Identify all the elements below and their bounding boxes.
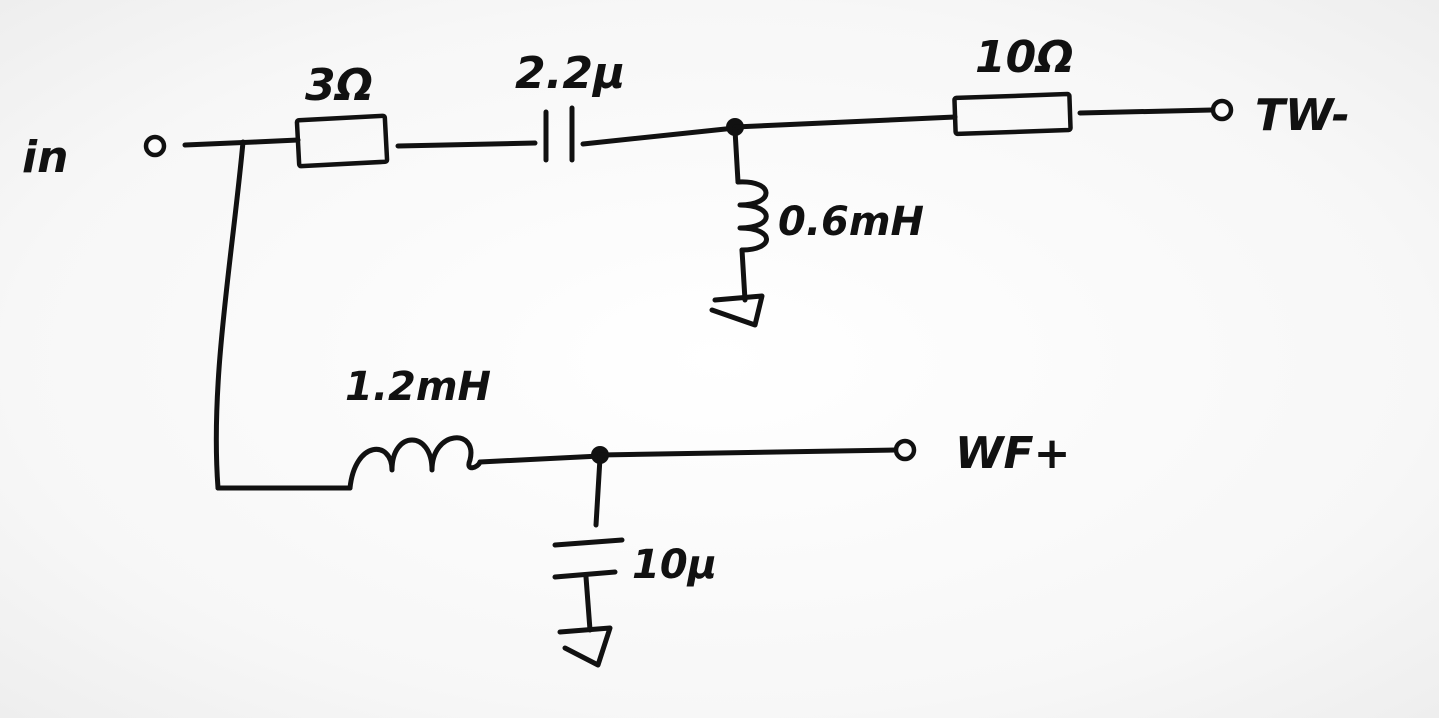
wire-node-c2 bbox=[593, 455, 603, 528]
ground-symbol-tw bbox=[709, 293, 765, 328]
capacitor-c2-plate-b bbox=[552, 569, 618, 580]
resistor-r1 bbox=[294, 113, 390, 169]
label-r2: 10Ω bbox=[975, 32, 1074, 83]
label-c1: 2.2µ bbox=[515, 48, 625, 99]
label-output-wf: WF+ bbox=[955, 428, 1070, 479]
inductor-l2 bbox=[347, 435, 483, 491]
label-input: in bbox=[22, 132, 68, 183]
label-l-wf: 1.2mH bbox=[345, 364, 491, 410]
label-l-tw: 0.6mH bbox=[778, 199, 924, 245]
wf-output-terminal bbox=[893, 438, 917, 462]
wire-c2-ground bbox=[583, 574, 593, 633]
ground-symbol-wf bbox=[557, 625, 613, 668]
inductor-l1 bbox=[735, 179, 769, 253]
resistor-r2 bbox=[952, 91, 1073, 137]
wire-r2-output bbox=[1077, 107, 1215, 116]
wire-node-wf-output bbox=[597, 447, 898, 458]
label-r1: 3Ω bbox=[305, 60, 373, 111]
capacitor-c2-plate-a bbox=[552, 537, 625, 548]
wire-l1-ground bbox=[739, 247, 748, 303]
tw-output-terminal bbox=[1210, 98, 1234, 122]
label-output-tw: TW- bbox=[1255, 90, 1350, 141]
wire-l2-node bbox=[477, 453, 603, 465]
label-c-wf: 10µ bbox=[632, 542, 717, 588]
input-terminal bbox=[143, 134, 167, 158]
wire-node-r2 bbox=[732, 114, 958, 130]
wire-input-down bbox=[213, 139, 246, 491]
wire-c1-node bbox=[580, 125, 738, 147]
wire-r1-c1 bbox=[395, 140, 538, 149]
wire-node-l1 bbox=[732, 127, 741, 185]
wire-to-r1 bbox=[252, 137, 301, 145]
